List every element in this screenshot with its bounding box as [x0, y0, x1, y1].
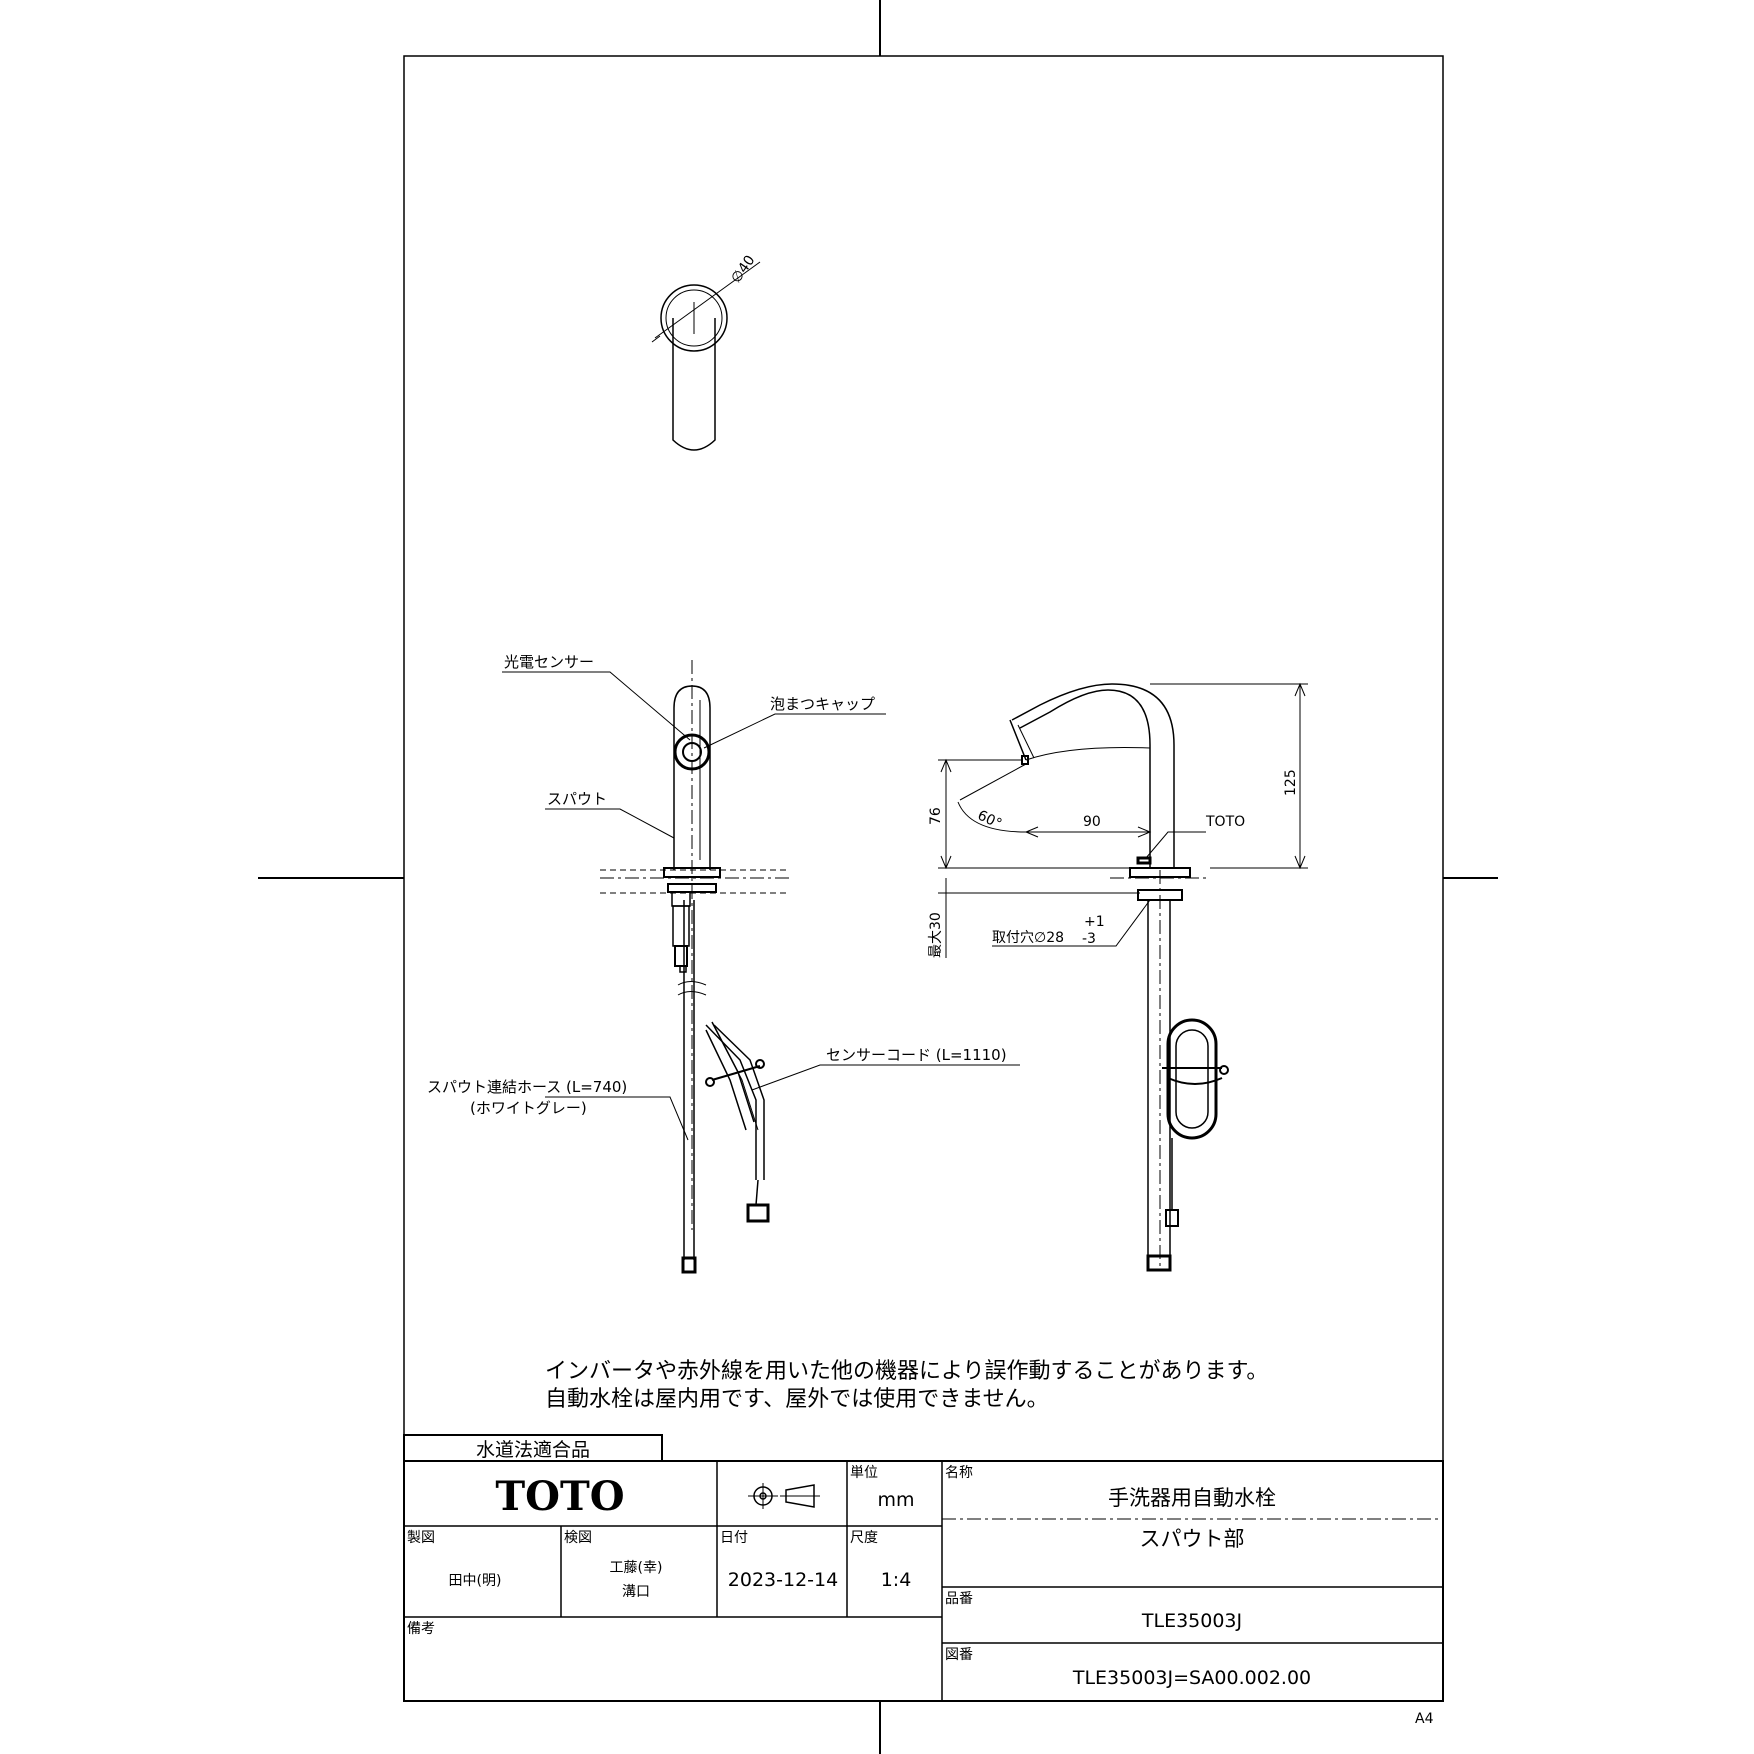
spout-label: スパウト: [547, 790, 607, 808]
date-value: 2023-12-14: [728, 1569, 838, 1591]
title-block: 水道法適合品 TOTO 単位 mm 名称 手洗器用自動水栓 スパウト部 製図 田…: [403, 1434, 1444, 1702]
side-view: 125 76 60° 90 TOTO 最大30 取付穴∅28 +1 -3: [928, 682, 1308, 1272]
name-label: 名称: [945, 1465, 973, 1481]
toto-mark-label: TOTO: [1205, 814, 1245, 830]
mount-hole-label: 取付穴∅28: [992, 930, 1064, 946]
hose-color-label: (ホワイトグレー): [470, 1099, 587, 1117]
sensor-cord-label: センサーコード (L=1110): [826, 1046, 1007, 1064]
part-label: 品番: [945, 1591, 973, 1607]
drawing-label: 図番: [945, 1647, 973, 1663]
unit-value: mm: [877, 1489, 914, 1511]
drawn-value: 田中(明): [449, 1573, 502, 1589]
toto-mark-plate: [1136, 856, 1152, 865]
checked-value-2: 溝口: [622, 1584, 650, 1600]
scale-label: 尺度: [850, 1530, 878, 1546]
reach-90-label: 90: [1083, 814, 1101, 830]
name-value: 手洗器用自動水栓: [1108, 1486, 1276, 1510]
angle-60-label: 60°: [975, 807, 1004, 832]
part-value: TLE35003J: [1141, 1610, 1242, 1632]
sub-name-value: スパウト部: [1140, 1527, 1245, 1551]
remarks-label: 備考: [407, 1621, 435, 1637]
diameter-40-label: ∅40: [728, 253, 758, 287]
checked-value-1: 工藤(幸): [610, 1560, 663, 1576]
front-view: 光電センサー 泡まつキャップ スパウト センサーコード (L=1110) スパウ…: [427, 653, 1020, 1274]
unit-label: 単位: [850, 1465, 878, 1481]
toto-logo: TOTO: [495, 1473, 624, 1520]
max-30-label: 最大30: [928, 912, 944, 958]
notes: インバータや赤外線を用いた他の機器により誤作動することがあります。 自動水栓は屋…: [545, 1359, 1268, 1412]
height-76-label: 76: [928, 807, 944, 825]
photo-sensor-label: 光電センサー: [504, 653, 594, 671]
top-view: ∅40: [651, 253, 761, 451]
cert-label: 水道法適合品: [476, 1439, 590, 1461]
third-angle-projection-icon: [748, 1483, 820, 1509]
height-125-label: 125: [1283, 769, 1299, 796]
scale-value: 1:4: [881, 1569, 912, 1591]
connect-hose-label: スパウト連結ホース (L=740): [427, 1078, 627, 1096]
tolerance-plus-label: +1: [1084, 914, 1105, 930]
paper-size-label: A4: [1415, 1711, 1434, 1727]
aerator-cap-label: 泡まつキャップ: [770, 695, 875, 713]
note-line-2: 自動水栓は屋内用です、屋外では使用できません。: [545, 1387, 1049, 1412]
drawing-value: TLE35003J=SA00.002.00: [1072, 1667, 1311, 1689]
checked-label: 検図: [564, 1530, 592, 1546]
note-line-1: インバータや赤外線を用いた他の機器により誤作動することがあります。: [545, 1359, 1268, 1384]
tolerance-minus-label: -3: [1082, 931, 1096, 947]
drawn-label: 製図: [407, 1530, 435, 1546]
date-label: 日付: [720, 1530, 748, 1546]
